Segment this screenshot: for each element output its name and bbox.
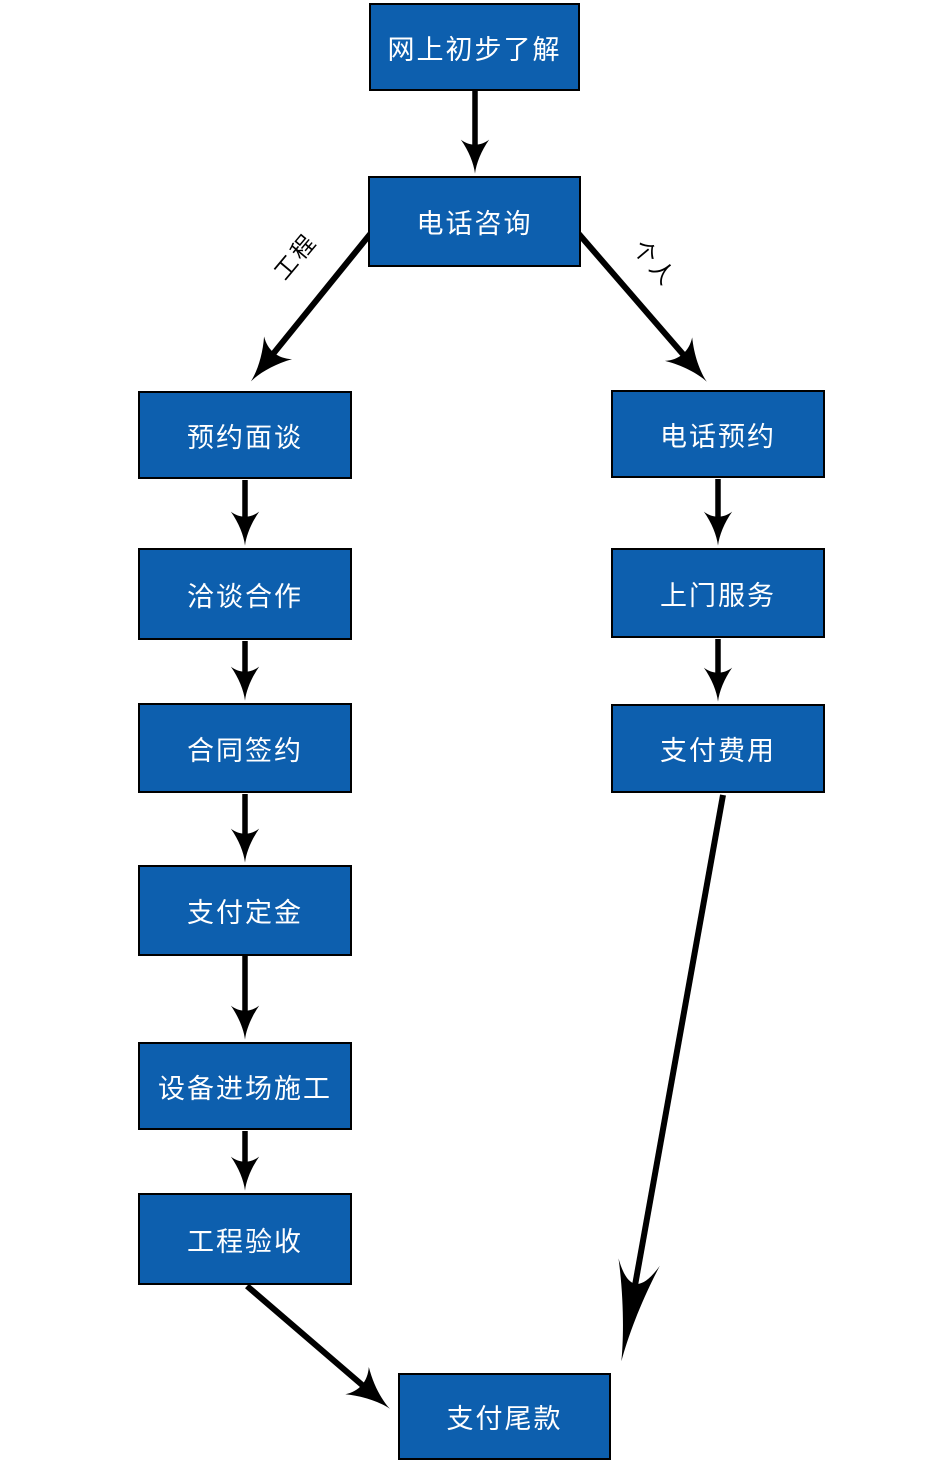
node-door-service: 上门服务 [611,548,825,638]
arrow-acceptance-to-finalpayment [245,1283,390,1409]
node-final-payment: 支付尾款 [398,1373,611,1460]
node-deposit: 支付定金 [138,865,352,956]
node-negotiate: 洽谈合作 [138,548,352,640]
node-construction: 设备进场施工 [138,1042,352,1130]
node-appointment: 预约面谈 [138,391,352,479]
node-phone-book: 电话预约 [611,390,825,478]
arrow-consult-to-phonebook [575,231,707,382]
arrow-payfee-to-finalpayment [618,794,726,1362]
arrow-consult-to-appointment [250,231,374,382]
node-contract: 合同签约 [138,703,352,793]
node-online: 网上初步了解 [369,3,580,91]
node-acceptance: 工程验收 [138,1193,352,1285]
node-pay-fee: 支付费用 [611,704,825,793]
node-phone-consult: 电话咨询 [368,176,581,267]
